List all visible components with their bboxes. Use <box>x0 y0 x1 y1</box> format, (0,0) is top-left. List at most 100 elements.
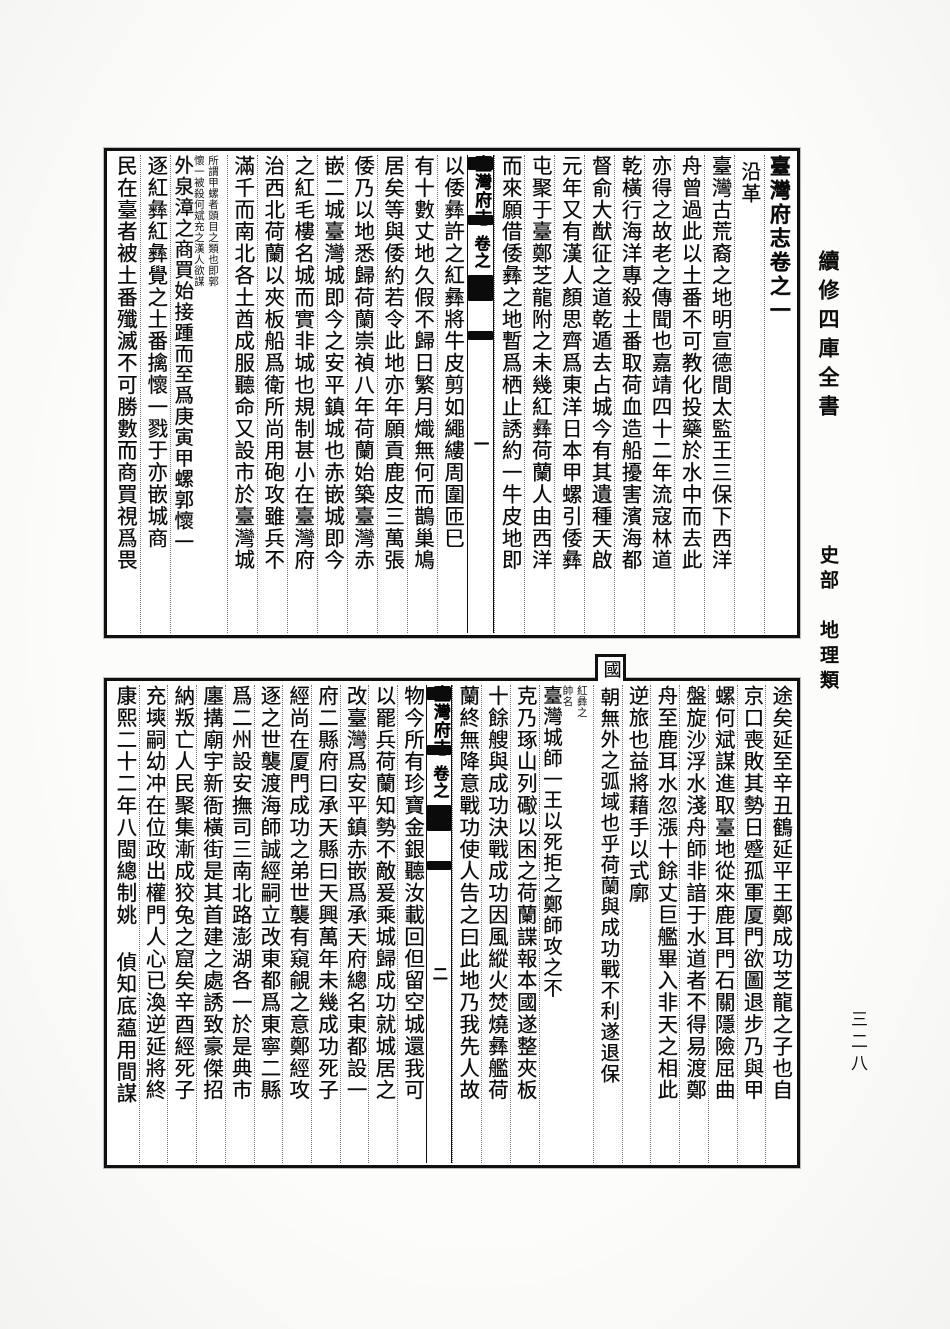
ink-blot <box>426 745 452 755</box>
text-column: 爲二州設安撫司三南北路澎湖各一於是典市 <box>224 685 254 1163</box>
column-text: 而來願借倭彝之地暫爲栖止誘約一牛皮地即 <box>498 155 523 572</box>
text-column: 嵌二城臺灣城即今之安平鎮城也赤嵌城即今 <box>316 155 347 633</box>
banxin-juan: 卷之一 <box>471 235 491 286</box>
text-column: 康熙二十二年八閩總制姚 偵知底藴用間謀 <box>110 685 139 1163</box>
text-column: 螺何斌謀進取臺地從來鹿耳門石關隱險屈曲 <box>707 685 737 1163</box>
text-column: 充塽嗣幼冲在位政出權門人心已渙逆延將終 <box>138 685 168 1163</box>
text-column: 而來願借倭彝之地暫爲栖止誘約一牛皮地即 <box>494 155 524 633</box>
text-column: 臺灣城師一王以死拒之鄭師攻之不紅彝之 帥名 <box>538 685 593 1163</box>
text-column: 滿千而南北各土酋成服聽命又設市於臺灣城 <box>226 155 257 633</box>
text-column: 以罷兵荷蘭知勢不敵爰乘城歸成功就城居之 <box>368 685 397 1163</box>
text-column: 臺灣古荒裔之地明宣德間太監王三保下西洋 <box>704 155 734 633</box>
text-column: 逐紅彝紅彝覺之土番擒懷一戮于亦嵌城商 <box>139 155 170 633</box>
column-text: 居矣等與倭約若令此地亦年願貢鹿皮三萬張 <box>380 155 405 572</box>
ink-blot <box>467 157 494 170</box>
ink-blot <box>467 215 494 225</box>
text-column: 京口喪敗其勢日蹙孤軍厦門欲圖退步乃與甲 <box>736 685 766 1163</box>
banxin-center-strip: 臺灣府志卷之一一 <box>466 155 495 633</box>
ink-blot <box>426 805 452 831</box>
column-text: 克乃琢山列礮以困之荷蘭諜報本國遂整夾板 <box>513 685 538 1102</box>
column-text: 舟至鹿耳水忽漲十餘丈巨艦畢入非天之相此 <box>653 685 678 1102</box>
ink-blot <box>426 861 452 870</box>
column-text: 十餘艘與成功決戰成功因風縱火焚燒彝艦荷 <box>484 685 509 1102</box>
text-column: 廛搆廟宇新衙橫街是其首建之處誘致豪傑招 <box>196 685 225 1163</box>
inline-double-column-note: 所謂甲螺者頭目之類也即郭 懷一被殺何斌充之漢人欲謀 <box>192 155 220 287</box>
text-column: 乾橫行海洋專殺土番取荷血造船擾害濱海都 <box>614 155 644 633</box>
inline-double-column-note: 紅彝之 帥名 <box>561 685 588 718</box>
text-column: 蘭終無降意戰功使人告之曰此地乃我先人故 <box>452 685 481 1163</box>
text-column: 以倭彝許之紅彝將牛皮剪如繩縷周圍匝巳 <box>436 155 467 633</box>
text-column: 治西北荷蘭以夾板船爲衛所尚用砲攻雖兵不 <box>256 155 287 633</box>
banxin-work-title: 臺灣府志 <box>471 155 491 227</box>
column-text: 康熙二十二年八閩總制姚 偵知底藴用間謀 <box>112 685 137 1105</box>
raised-honorific-notch: 國 <box>594 654 626 681</box>
column-text: 物今所有珍寶金銀聽汝載回但留空城還我可 <box>400 685 425 1102</box>
column-text: 蘭終無降意戰功使人告之曰此地乃我先人故 <box>455 685 480 1102</box>
column-text: 以倭彝許之紅彝將牛皮剪如繩縷周圍匝巳 <box>440 155 465 550</box>
text-column: 倭乃以地悉歸荷蘭崇禎八年荷蘭始築臺灣赤 <box>346 155 377 633</box>
column-text: 舟曾過此以土番不可教化投藥於水中而去此 <box>678 155 702 572</box>
column-text: 民在臺者被土番殲滅不可勝數而商買視爲畏 <box>113 155 138 572</box>
lower-half-leaf: 途矣延至辛丑鶴延平王鄭成功芝龍之子也自京口喪敗其勢日蹙孤軍厦門欲圖退步乃與甲螺何… <box>104 654 800 1168</box>
banxin-work-title: 臺灣府志 <box>429 685 450 757</box>
text-column: 外泉漳之商買始接踵而至爲庚寅甲螺郭懷一所謂甲螺者頭目之類也即郭 懷一被殺何斌充之… <box>169 155 227 633</box>
ink-blot <box>467 275 494 301</box>
text-column: 盤旋沙浮水淺舟師非諳于水道者不得易渡鄭 <box>679 685 708 1163</box>
column-text: 府二縣府曰承天縣曰天興萬年未幾成功死子 <box>314 685 339 1102</box>
series-title: 續修四庫全書 <box>816 250 841 424</box>
banxin-juan: 卷之一 <box>430 765 450 816</box>
text-column: 十餘艘與成功決戰成功因風縱火焚燒彝艦荷 <box>481 685 510 1163</box>
section-heading-column: 沿革 <box>737 161 762 205</box>
column-text: 逆旅也益將藉手以式廓 <box>625 685 649 904</box>
text-column-raised-honorific: 朝無外之弧域也乎荷蘭與成功戰不利遂退保 <box>592 685 622 1163</box>
column-text: 京口喪敗其勢日蹙孤軍厦門欲圖退步乃與甲 <box>739 685 764 1102</box>
column-text: 滿千而南北各土酋成服聽命又設市於臺灣城 <box>230 155 255 572</box>
column-text: 治西北荷蘭以夾板船爲衛所尚用砲攻雖兵不 <box>260 155 285 572</box>
text-column: 居矣等與倭約若令此地亦年願貢鹿皮三萬張 <box>376 155 407 633</box>
text-column: 亦得之故老之傳聞也嘉靖四十二年流寇林道 <box>644 155 674 633</box>
ink-blot <box>467 331 494 340</box>
column-text: 改臺灣爲安平鎮赤嵌爲承天府總名東都設一 <box>343 685 368 1102</box>
text-column: 舟至鹿耳水忽漲十餘丈巨艦畢入非天之相此 <box>650 685 679 1163</box>
column-text: 盤旋沙浮水淺舟師非諳于水道者不得易渡鄭 <box>682 685 707 1102</box>
text-column: 逆旅也益將藉手以式廓 <box>621 685 651 1163</box>
column-text: 途矣延至辛丑鶴延平王鄭成功芝龍之子也自 <box>768 685 793 1102</box>
series-category: 史部 <box>817 545 839 655</box>
column-text: 臺灣古荒裔之地明宣德間太監王三保下西洋 <box>707 155 732 572</box>
column-text: 爲二州設安撫司三南北路澎湖各一於是典市 <box>228 685 253 1102</box>
text-column: 改臺灣爲安平鎮赤嵌爲承天府總名東都設一 <box>339 685 369 1163</box>
text-column: 元年又有漢人顏思齊爲東洋日本甲螺引倭彝 <box>554 155 584 633</box>
column-text: 元年又有漢人顏思齊爲東洋日本甲螺引倭彝 <box>558 155 583 572</box>
column-text: 經尚在厦門成功之弟世襲有窺覦之意鄭經攻 <box>285 685 310 1102</box>
text-column: 物今所有珍寶金銀聽汝載回但留空城還我可 <box>397 685 426 1163</box>
column-text: 螺何斌謀進取臺地從來鹿耳門石關隱險屈曲 <box>711 685 736 1102</box>
text-column: 民在臺者被土番殲滅不可勝數而商買視爲畏 <box>110 155 140 633</box>
banxin-sheet-mark: 一 <box>471 436 490 452</box>
column-text-raised: 朝無外之弧域也乎荷蘭與成功戰不利遂退保 <box>596 687 620 1085</box>
text-column: 經尚在厦門成功之弟世襲有窺覦之意鄭經攻 <box>282 685 311 1163</box>
banxin-sheet-mark: 二 <box>430 966 449 982</box>
text-column: 克乃琢山列礮以困之荷蘭諜報本國遂整夾板 <box>509 685 539 1163</box>
column-text: 乾橫行海洋專殺土番取荷血造船擾害濱海都 <box>618 155 643 572</box>
column-text: 納叛亡人民聚集漸成狡兔之窟矣辛酉經死子 <box>170 685 195 1102</box>
column-text: 倭乃以地悉歸荷蘭崇禎八年荷蘭始築臺灣赤 <box>350 155 375 572</box>
column-text: 充塽嗣幼冲在位政出權門人心已渙逆延將終 <box>142 685 166 1102</box>
column-text: 之紅毛樓名城而實非城也規制甚小在臺灣府 <box>290 155 315 572</box>
column-text: 亦得之故老之傳聞也嘉靖四十二年流寇林道 <box>648 155 673 572</box>
text-column: 納叛亡人民聚集漸成狡兔之窟矣辛酉經死子 <box>167 685 196 1163</box>
text-column: 臺灣府志卷之一 <box>764 155 794 633</box>
upper-half-leaf: 臺灣府志卷之一沿革臺灣古荒裔之地明宣德間太監王三保下西洋舟曾過此以土番不可教化投… <box>104 148 800 638</box>
column-text: 廛搆廟宇新衙橫街是其首建之處誘致豪傑招 <box>199 685 224 1102</box>
banxin-center-strip: 臺灣府志卷之一二 <box>425 685 453 1163</box>
folio-number: 三二八 <box>847 1010 867 1076</box>
column-text: 屯聚于臺鄭芝龍附之未幾紅彝荷蘭人由西洋 <box>528 155 553 572</box>
text-column: 府二縣府曰承天縣曰天興萬年未幾成功死子 <box>311 685 340 1163</box>
column-text: 有十數丈地久假不歸日繁月熾無何而鵲巢鳩 <box>410 155 435 572</box>
series-category-shibu: 史部 <box>817 545 839 595</box>
column-text: 督俞大猷征之道乾遁去占城今有其遺種天啟 <box>588 155 613 572</box>
text-column: 督俞大猷征之道乾遁去占城今有其遺種天啟 <box>584 155 614 633</box>
column-text: 嵌二城臺灣城即今之安平鎮城也赤嵌城即今 <box>320 155 345 572</box>
text-column: 屯聚于臺鄭芝龍附之未幾紅彝荷蘭人由西洋 <box>524 155 554 633</box>
column-text: 逐紅彝紅彝覺之土番擒懷一戮于亦嵌城商 <box>143 155 168 550</box>
text-column: 逐之世襲渡海師誠經嗣立改東都爲東寧二縣 <box>253 685 283 1163</box>
